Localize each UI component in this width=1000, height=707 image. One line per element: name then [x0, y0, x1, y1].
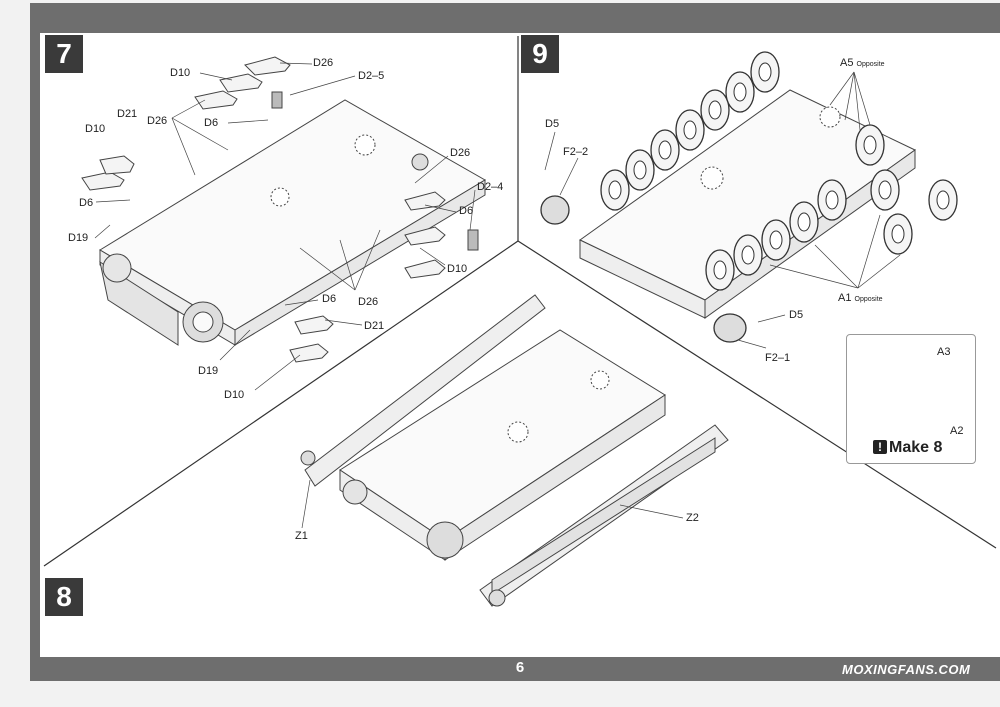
bottom-border-bar	[30, 657, 1000, 681]
step8-callout: Z2	[686, 512, 699, 524]
step7-callout: D19	[68, 232, 89, 244]
left-border-bar	[30, 3, 40, 673]
step8-callout: Z1	[295, 530, 308, 542]
panel-dividers	[43, 36, 997, 567]
a5-opposite: Opposite	[856, 61, 885, 68]
exclamation-icon: !	[873, 440, 887, 454]
step9-callout-a1: A1 Opposite	[838, 292, 883, 304]
step7-callout: D21	[117, 108, 138, 120]
step7-hull-drawing	[99, 99, 486, 346]
step7-callout: D10	[170, 67, 191, 79]
step7-callout: D6	[459, 205, 474, 217]
step9-callout: F2–1	[765, 352, 791, 364]
step7-callout: D19	[198, 365, 219, 377]
step7-suspension-arms	[81, 56, 479, 363]
watermark-text: MOXINGFANS.COM	[842, 662, 971, 677]
step9-callout-a5: A5 Opposite	[840, 57, 885, 69]
step7-callout: D26	[313, 57, 334, 69]
page-number: 6	[515, 659, 525, 676]
step9-callout: D5	[789, 309, 804, 321]
note-callout: A3	[937, 346, 951, 358]
step9-callout: D5	[545, 118, 560, 130]
step8-drawing	[300, 294, 729, 607]
step8-leader-lines	[301, 479, 684, 529]
step7-callout: D6	[79, 197, 94, 209]
a5-label: A5	[840, 57, 854, 69]
step7-callout: D26	[450, 147, 471, 159]
step7-callout: D21	[364, 320, 385, 332]
step7-callout: D2–5	[358, 70, 385, 82]
make-quantity-label: !Make 8	[873, 439, 942, 457]
make-text: Make 8	[889, 439, 943, 456]
step7-callout: D10	[224, 389, 245, 401]
step7-leader-lines	[94, 62, 476, 391]
step9-wheel-hubs	[608, 62, 950, 280]
step7-number-box: 7	[45, 35, 83, 73]
a1-opposite: Opposite	[854, 296, 883, 303]
top-border-bar	[30, 3, 1000, 33]
step8-number-box: 8	[45, 578, 83, 616]
step7-callout: D10	[85, 123, 106, 135]
step9-number-box: 9	[521, 35, 559, 73]
step7-callout: D10	[447, 263, 468, 275]
step7-callout: D2–4	[477, 181, 504, 193]
step9-callout: F2–2	[563, 146, 589, 158]
step7-callout: D26	[358, 296, 379, 308]
step9-drawing	[579, 89, 916, 319]
step7-callout: D6	[322, 293, 337, 305]
make-8-note-box: A3 A2 !Make 8	[846, 334, 976, 464]
paper-plane-logo	[859, 588, 969, 652]
step9-leader-lines	[544, 71, 901, 349]
step9-road-wheels	[540, 51, 958, 343]
step7-callout: D26	[147, 115, 168, 127]
a1-label: A1	[838, 292, 852, 304]
note-callout: A2	[950, 425, 964, 437]
step7-callout: D6	[204, 117, 219, 129]
